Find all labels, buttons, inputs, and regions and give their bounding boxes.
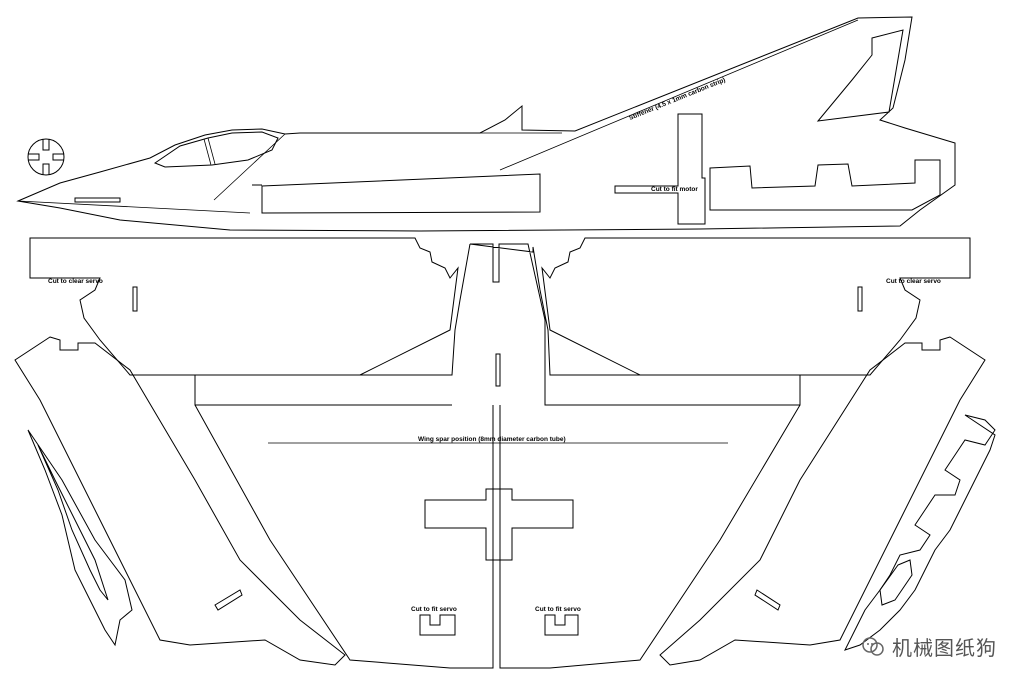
nose-line: [17, 200, 251, 214]
servo-slot-right: [857, 286, 863, 312]
right-elevon: [659, 336, 986, 666]
wing-spar-label: Wing spar position (8mm diameter carbon …: [418, 436, 566, 443]
center-keel-left: [194, 243, 471, 406]
wing-center: [29, 237, 971, 669]
stiffener-label: Stiffener (4.5 x 1mm carbon strip): [628, 77, 726, 122]
spine-line: [213, 132, 562, 201]
left-elevon: [14, 336, 346, 666]
lower-wing-left: [194, 404, 494, 669]
intake-slot: [252, 173, 541, 214]
motor-label: Cut to fit motor: [651, 186, 698, 193]
right-tab-cut: [754, 589, 781, 611]
left-tab-cut: [214, 589, 243, 611]
fit-servo-label-right: Cut to fit servo: [535, 606, 581, 613]
servo-slot-left: [132, 286, 138, 312]
wing-right-upper: [541, 237, 971, 376]
servo-cutout-right: [544, 614, 579, 636]
tail-slots: [709, 159, 941, 211]
canopy-outline: [153, 131, 279, 168]
clear-servo-label-left: Cut to clear servo: [48, 278, 103, 285]
right-panels: [659, 336, 996, 666]
watermark: 机械图纸狗: [860, 632, 997, 661]
cockpit-slot: [74, 197, 121, 203]
right-fin-hexagon: [879, 559, 913, 606]
wing-left-upper: [29, 237, 459, 376]
nose-circle: [27, 138, 65, 176]
center-slot: [495, 353, 501, 387]
nose-cross-slots: [28, 139, 64, 175]
watermark-text: 机械图纸狗: [892, 636, 997, 660]
left-fin-piece: [27, 429, 133, 647]
left-fin-inner: [37, 444, 109, 601]
nose-cross-part: [27, 138, 65, 176]
motor-mount-slot: [614, 113, 706, 225]
fit-servo-label-left: Cut to fit servo: [411, 606, 457, 613]
fuselage-side: [16, 16, 956, 232]
servo-cutout-left: [419, 614, 456, 636]
lower-wing-right: [499, 404, 801, 669]
cross-mount: [424, 488, 574, 561]
fin-cutout: [816, 29, 904, 122]
right-fin-chain: [844, 414, 996, 651]
clear-servo-label-right: Cut to clear servo: [886, 278, 941, 285]
center-keel: [469, 243, 801, 406]
canopy-frame: [203, 137, 216, 166]
stiffener-line: [499, 19, 859, 171]
left-panels: [14, 336, 346, 666]
fuselage-outline: [16, 16, 956, 232]
wechat-logo-icon: [862, 636, 884, 656]
